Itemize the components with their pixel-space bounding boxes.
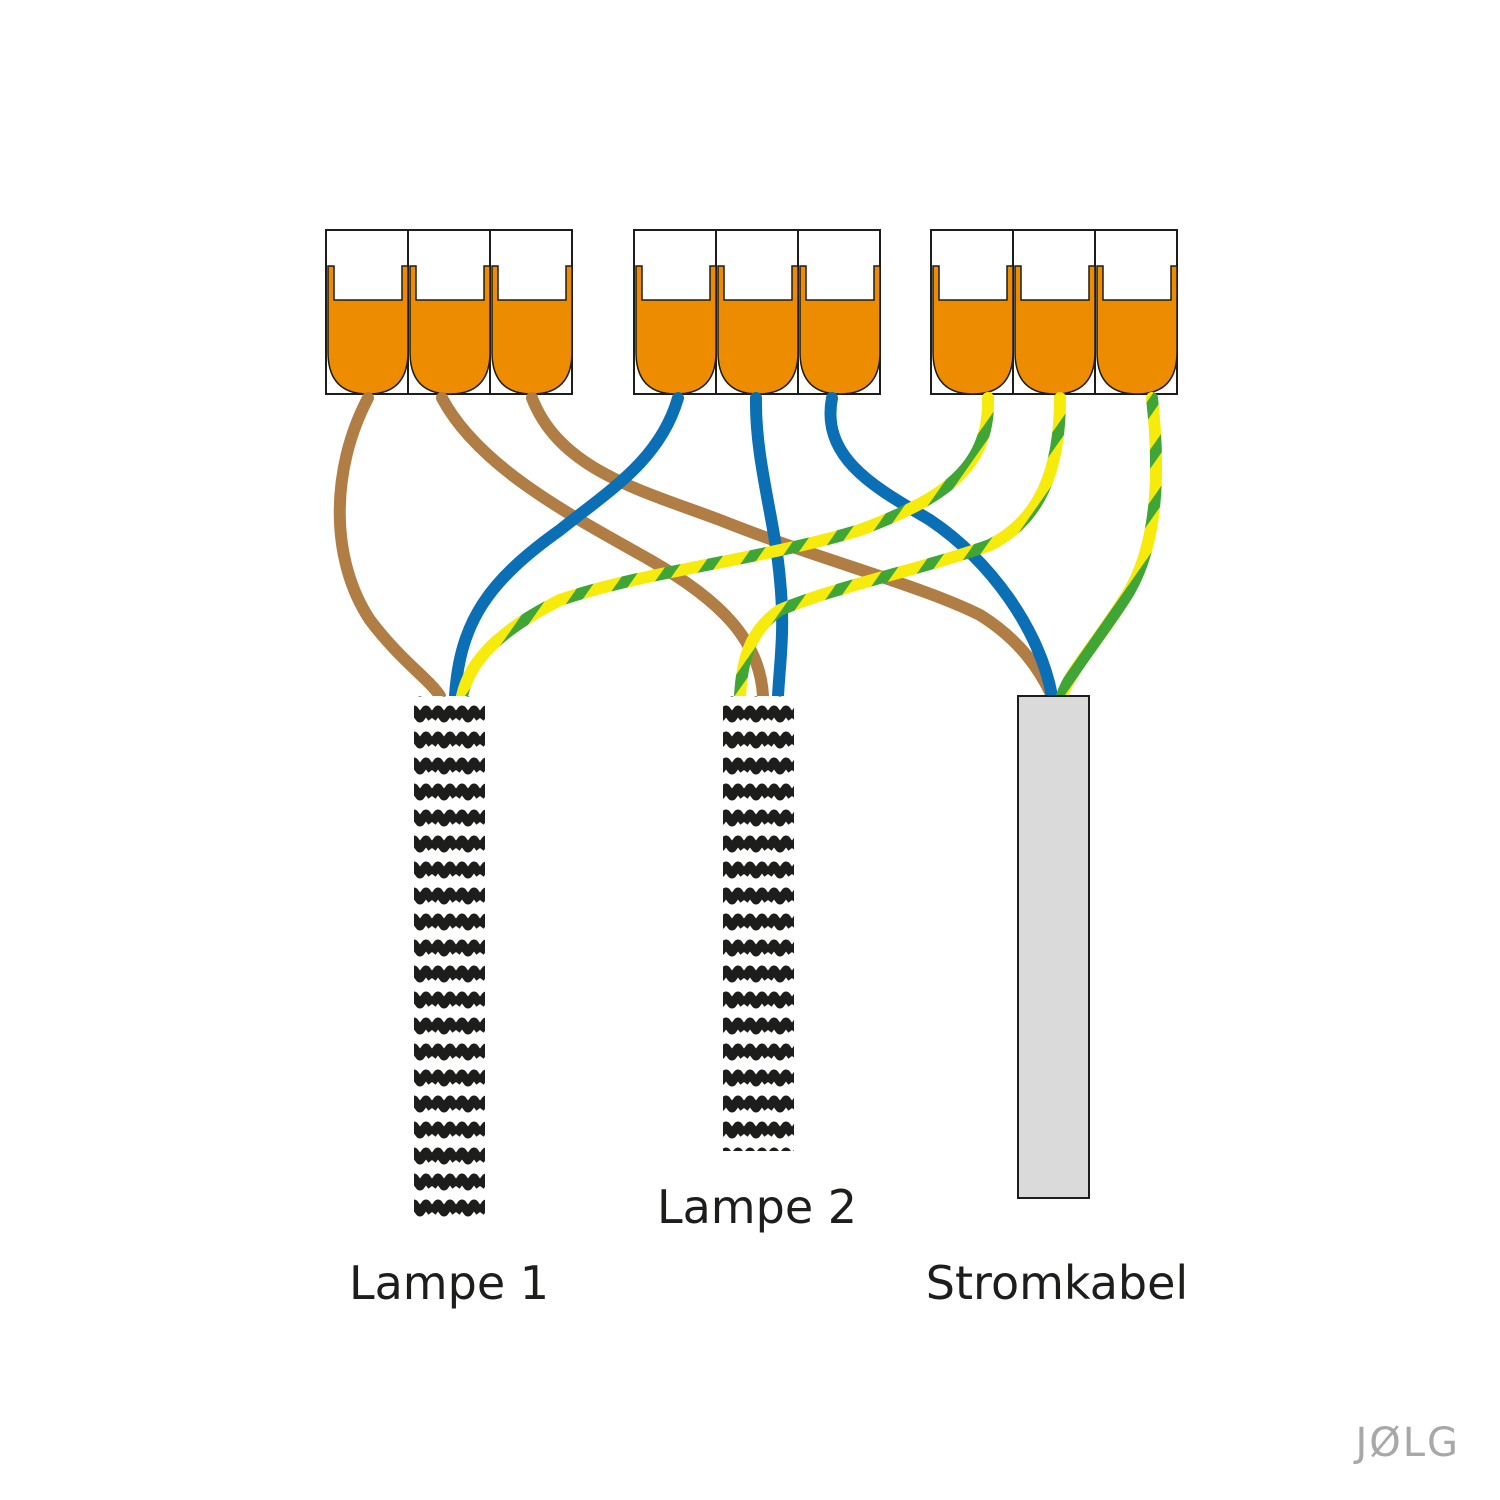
lamp1-cable	[414, 696, 485, 1221]
power-cable	[1017, 695, 1090, 1199]
blue-wire-lamp2	[749, 392, 789, 702]
brown-wire-power	[526, 392, 1058, 702]
connector-earth[interactable]	[930, 229, 1178, 395]
earth-wire-power	[1056, 392, 1163, 702]
connector-slot	[1014, 265, 1096, 395]
blue-wire-power	[824, 392, 1058, 702]
connector-slot	[327, 265, 409, 395]
connector-slot	[799, 265, 881, 395]
lamp2-cable	[723, 696, 794, 1151]
cables	[414, 695, 1090, 1221]
wires	[333, 392, 1163, 702]
connector-slot	[717, 265, 799, 395]
connector-slot	[409, 265, 491, 395]
lamp2-label: Lampe 2	[656, 1180, 858, 1234]
blue-wire-lamp1	[449, 392, 684, 702]
connector-blue[interactable]	[633, 229, 881, 395]
earth-wire-lamp1	[456, 392, 995, 702]
connector-slot	[491, 265, 573, 395]
connector-brown[interactable]	[325, 229, 573, 395]
connector-slot	[635, 265, 717, 395]
earth-wire-lamp2	[734, 392, 1066, 702]
connector-slot	[932, 265, 1014, 395]
power-cable-label: Stromkabel	[925, 1256, 1189, 1310]
lamp1-label: Lampe 1	[348, 1256, 550, 1310]
brown-wire-lamp1	[333, 392, 446, 702]
brand-logo: JØLG	[1355, 1420, 1460, 1466]
connector-slot	[1096, 265, 1178, 395]
wire-connectors	[325, 229, 1178, 395]
